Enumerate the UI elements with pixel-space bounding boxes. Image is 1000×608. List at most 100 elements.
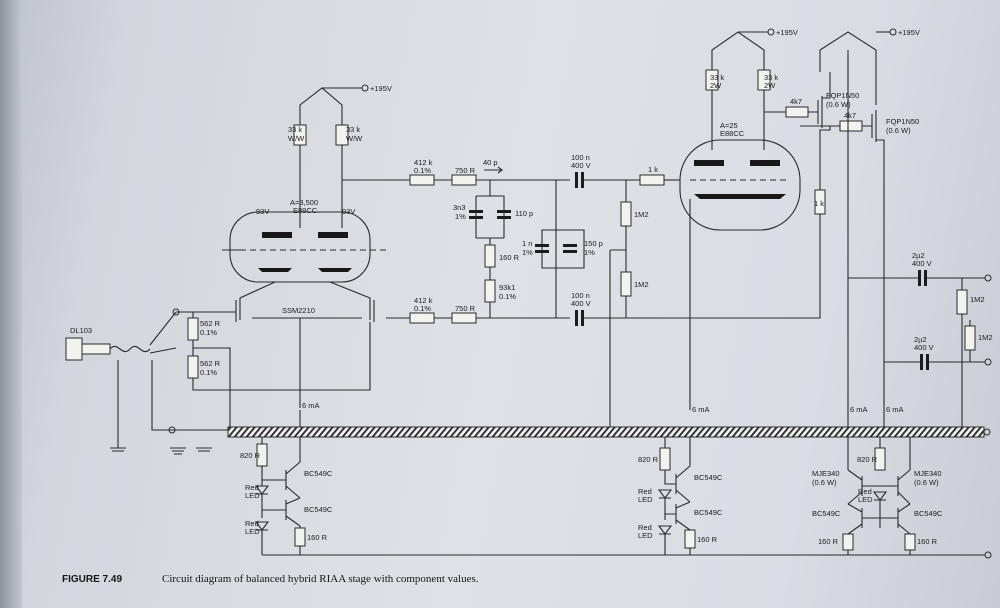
r33k2w-b-l1: 33 k (764, 73, 778, 82)
r-33k-b-l1: 33 k (346, 125, 360, 134)
r562a-l2: 0.1% (200, 328, 217, 337)
c1n-l1: 1 n (522, 239, 532, 248)
fet-b-l1: FQP1N50 (886, 117, 919, 126)
r750b: 750 R (455, 304, 476, 313)
current-source-1: 820 R BC549C Red LED BC549C Red LED 160 … (240, 437, 333, 555)
current-source-3: 820 R MJE340 (0.6 W) MJE340 (0.6 W) Red … (812, 437, 943, 555)
resistor-4k7-a (785, 106, 809, 118)
bc549-c: BC549C (694, 473, 723, 482)
v93-left: 93V (256, 207, 269, 216)
input-pair: SSM2210 562 R 0.1% 562 R 0.1% 6 mA DL103 (65, 281, 375, 452)
bc549-b: BC549C (304, 505, 333, 514)
v93-right: 93V (342, 207, 355, 216)
r160-a: 160 R (307, 533, 328, 542)
r820-a: 820 R (240, 451, 261, 460)
i6ma-d: 6 mA (886, 405, 904, 414)
r160-d: 160 R (917, 537, 938, 546)
led-d-l1: Red (638, 523, 652, 532)
resistor-160r-c (842, 533, 854, 551)
book-gutter (0, 0, 22, 608)
r93k1-l1: 93k1 (499, 283, 515, 292)
c100n-a-l1: 100 n (571, 153, 590, 162)
c150p-l2: 1% (584, 248, 595, 257)
supply-label-a: +195V (370, 84, 392, 93)
ssm2210-label: SSM2210 (282, 306, 315, 315)
r-33k-a-l2: W/W (288, 134, 305, 143)
r33k2w-a-l2: 2W (710, 81, 722, 90)
c100n-a-l2: 400 V (571, 161, 591, 170)
c100n-b-l1: 100 n (571, 291, 590, 300)
i6ma-a: 6 mA (302, 401, 320, 410)
r1m2-c: 1M2 (970, 295, 985, 304)
dl103-label: DL103 (70, 326, 92, 335)
stage1-supply: +195V 33 k W/W 33 k W/W (288, 84, 415, 228)
r1m2-d: 1M2 (978, 333, 993, 342)
r1k-b: 1 k (814, 199, 824, 208)
c40p: 40 p (483, 158, 498, 167)
tube2-a: A=25 (720, 121, 738, 130)
r750a: 750 R (455, 166, 476, 175)
tube1-a: A=3,500 (290, 198, 318, 207)
riaa-network: 412 k 0.1% 750 R 40 p 3n3 1% 110 p 160 R… (386, 153, 690, 430)
mje-b-l1: MJE340 (914, 469, 942, 478)
resistor-1m2-c (956, 289, 968, 315)
resistor-4k7-b (839, 120, 863, 132)
r160: 160 R (499, 253, 520, 262)
led-d-l2: LED (638, 531, 653, 540)
r562b-l1: 562 R (200, 359, 221, 368)
r820-c: 820 R (857, 455, 878, 464)
bc549-d: BC549C (694, 508, 723, 517)
r33k2w-a-l1: 33 k (710, 73, 724, 82)
c1n-l2: 1% (522, 248, 533, 257)
resistor-93k1 (484, 279, 496, 303)
tube1-type: E88CC (293, 206, 318, 215)
resistor-1m2-d (964, 325, 976, 351)
r412a-l2: 0.1% (414, 166, 431, 175)
mje-b-l2: (0.6 W) (914, 478, 939, 487)
bc549-a: BC549C (304, 469, 333, 478)
resistor-160r-a (294, 527, 306, 547)
r562a-l1: 562 R (200, 319, 221, 328)
c2u2-a-l2: 400 V (912, 259, 932, 268)
r4k7-b: 4k7 (844, 111, 856, 120)
current-source-2: 820 R BC549C Red LED BC549C Red LED 160 … (638, 437, 723, 555)
c150p-l1: 150 p (584, 239, 603, 248)
r1k-a: 1 k (648, 165, 658, 174)
c3n3-l1: 3n3 (453, 203, 466, 212)
fet-b-l2: (0.6 W) (886, 126, 911, 135)
c100n-b-l2: 400 V (571, 299, 591, 308)
tube-e88cc-1: A=3,500 E88CC 93V 93V (222, 198, 386, 283)
led-e-l1: Red (858, 487, 872, 496)
stage2: +195V 33 k 2W 33 k 2W A=25 E88CC 4k7 FQP… (679, 28, 993, 430)
resistor-1m2-a (620, 201, 632, 227)
fet-a-l1: FQP1N50 (826, 91, 859, 100)
c110p: 110 p (515, 209, 533, 218)
r4k7-a: 4k7 (790, 97, 802, 106)
i6ma-b: 6 mA (692, 405, 710, 414)
mje-a-l1: MJE340 (812, 469, 840, 478)
resistor-820r-b (659, 447, 671, 471)
led-e-l2: LED (858, 495, 873, 504)
earth-bus (227, 426, 985, 438)
r-33k-b-l2: W/W (346, 134, 363, 143)
led-a-l2: LED (245, 491, 260, 500)
mje-a-l2: (0.6 W) (812, 478, 837, 487)
bc549-f: BC549C (914, 509, 943, 518)
r1m2-b: 1M2 (634, 280, 649, 289)
caption-text: Circuit diagram of balanced hybrid RIAA … (162, 573, 479, 585)
c3n3-l2: 1% (455, 212, 466, 221)
supply-label-c: +195V (898, 28, 920, 37)
fet-a-l2: (0.6 W) (826, 100, 851, 109)
r562b-l2: 0.1% (200, 368, 217, 377)
led-c-l1: Red (638, 487, 652, 496)
resistor-750r-b (451, 312, 477, 324)
tube2-type: E88CC (720, 129, 745, 138)
resistor-412k-a (409, 174, 435, 186)
resistor-750r-a (451, 174, 477, 186)
resistor-562r-a (187, 317, 199, 341)
led-b-l1: Red (245, 519, 259, 528)
r93k1-l2: 0.1% (499, 292, 516, 301)
r160-b: 160 R (697, 535, 718, 544)
led-c-l2: LED (638, 495, 653, 504)
